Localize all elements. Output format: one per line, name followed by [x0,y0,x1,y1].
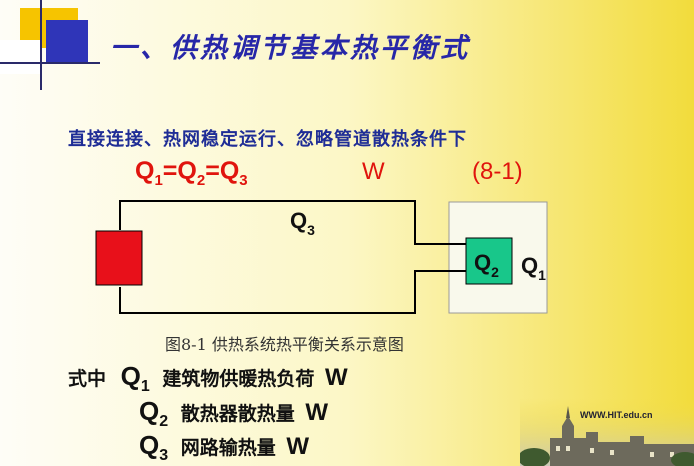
diagram-caption: 图8-1 供热系统热平衡关系示意图 [165,335,404,354]
radiator-label: Q2 [474,250,499,280]
legend-prefix: 式中 [68,368,107,390]
corner-vertical-line [40,0,42,90]
legend-row-1: 式中 Q1 建筑物供暖热负荷 W [68,361,348,396]
corner-horizontal-line [0,62,100,64]
corner-blue-square [46,20,88,64]
building-label: Q1 [521,253,546,283]
footer-url: WWW.HIT.edu.cn [580,410,653,420]
return-pipe [119,270,466,314]
supply-pipe [119,200,466,245]
legend-row-3: Q3 网路输热量 W [139,430,310,465]
pipe-label: Q3 [290,208,315,238]
corner-white-square [0,40,40,74]
condition-text: 直接连接、热网稳定运行、忽略管道散热条件下 [68,129,467,150]
slide-title: 一、供热调节基本热平衡式 [110,33,470,64]
heat-balance-equation: Q1=Q2=Q3 [135,157,248,189]
radiator-box [465,237,513,285]
campus-building-picture [520,398,694,466]
equation-unit: W [362,158,385,185]
heat-source-box [95,230,143,286]
legend-row-2: Q2 散热器散热量 W [139,396,329,431]
equation-number: (8-1) [472,158,523,185]
